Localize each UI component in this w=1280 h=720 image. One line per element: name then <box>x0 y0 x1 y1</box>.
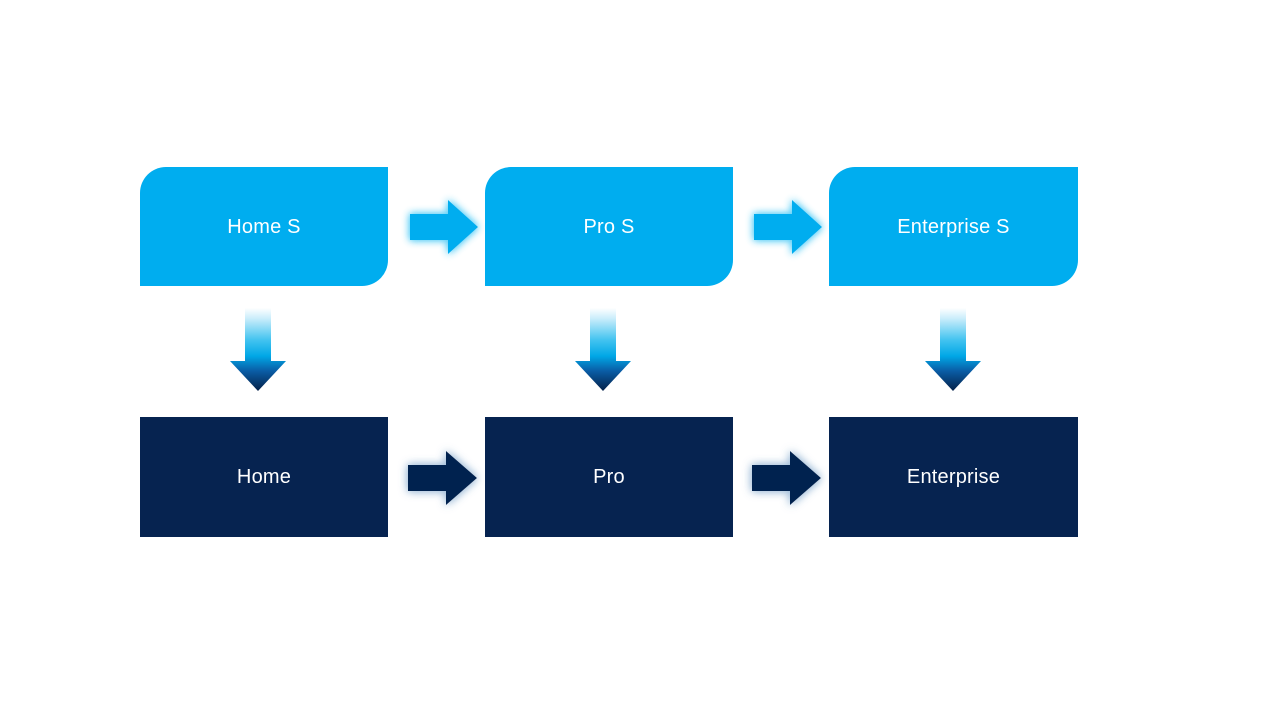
node-enterprise-label: Enterprise <box>906 466 1001 488</box>
arrow-pro-s-to-enterprise-s <box>746 190 830 264</box>
node-enterprise-s-label: Enterprise S <box>897 215 1010 238</box>
node-pro[interactable]: Pro <box>485 417 733 537</box>
node-enterprise-s[interactable]: Enterprise S <box>829 167 1078 286</box>
arrow-home-s-to-home <box>226 306 290 396</box>
arrow-home-to-pro <box>398 440 486 516</box>
arrow-home-s-to-pro-s <box>402 190 486 264</box>
arrow-pro-s-to-pro <box>571 306 635 396</box>
arrow-enterprise-s-to-enterprise <box>921 306 985 396</box>
node-home-label: Home <box>236 466 292 488</box>
node-pro-s[interactable]: Pro S <box>485 167 733 286</box>
node-home-s-label: Home S <box>227 215 301 238</box>
node-pro-s-label: Pro S <box>583 215 635 238</box>
node-home[interactable]: Home <box>140 417 388 537</box>
arrow-pro-to-enterprise <box>742 440 830 516</box>
node-enterprise[interactable]: Enterprise <box>829 417 1078 537</box>
node-pro-label: Pro <box>593 466 625 488</box>
node-home-s[interactable]: Home S <box>140 167 388 286</box>
